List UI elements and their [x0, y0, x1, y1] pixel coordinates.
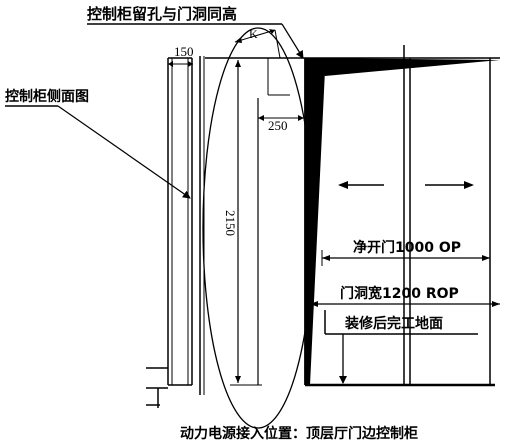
dim-2150-label: 2150	[223, 210, 238, 236]
label-finished-floor: 装修后完工地面	[344, 315, 443, 332]
control-cabinet-side-view	[146, 56, 205, 408]
finished-floor-annotation: 装修后完工地面	[324, 310, 478, 384]
label-control-cabinet-side-view: 控制柜侧面图	[5, 88, 89, 105]
label-clear-opening-1000: 净开门1000 OP	[353, 239, 461, 256]
dimension-2150: 2150	[223, 57, 262, 386]
caption-power-supply-location: 动力电源接入位置：顶层厅门边控制柜	[180, 425, 418, 442]
side-view-leader-arrow	[57, 105, 191, 199]
dim-K-label: K	[249, 27, 258, 41]
dimension-clear-opening: 净开门1000 OP	[321, 239, 490, 266]
title-cabinet-hole-same-height: 控制柜留孔与门洞同高	[87, 5, 237, 23]
dimension-250: 250	[258, 58, 304, 133]
dim-250-label: 250	[268, 118, 288, 133]
label-door-opening-width-1200: 门洞宽1200 ROP	[340, 285, 459, 302]
dimension-door-opening-width: 门洞宽1200 ROP	[310, 285, 500, 307]
dimension-150: 150	[168, 44, 194, 67]
title-leader-arrow	[281, 23, 304, 59]
door-opening-elevation	[205, 45, 500, 387]
door-opening-arrows	[338, 181, 474, 189]
dim-150-label: 150	[174, 44, 194, 59]
dimension-K: K	[234, 27, 281, 59]
